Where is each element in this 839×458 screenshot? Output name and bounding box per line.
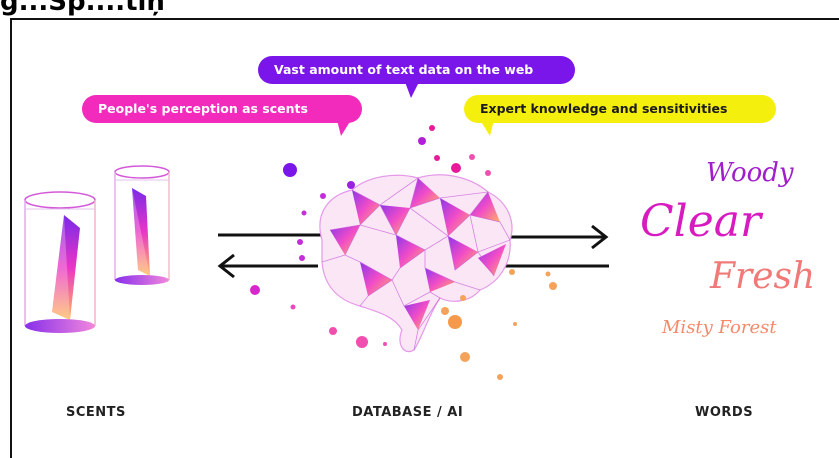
web-data-bubble-tail [405,82,419,98]
caption-database-ai: DATABASE / AI [352,405,464,420]
caption-scents: SCENTS [66,405,126,420]
people-perception-bubble-tail [337,120,351,136]
word-misty-forest: Misty Forest [662,317,777,338]
word-woody: Woody [706,158,794,188]
scent-jar-right [114,165,170,285]
brain-network [319,174,513,353]
particle-dots [250,125,557,380]
page-title: g...Sp....tiņ [0,0,165,17]
web-data-bubble: Vast amount of text data on the web [258,56,575,84]
arrow-to-words [218,224,609,250]
arrow-to-scents [217,253,609,279]
word-fresh: Fresh [710,256,816,297]
word-clear: Clear [640,196,762,247]
expert-knowledge-bubble: Expert knowledge and sensitivities [464,95,776,123]
scent-jar-left [24,191,96,333]
caption-words: WORDS [695,405,754,420]
people-perception-bubble: People's perception as scents [82,95,362,123]
figure-frame [10,18,839,458]
expert-knowledge-bubble-tail [480,120,494,136]
